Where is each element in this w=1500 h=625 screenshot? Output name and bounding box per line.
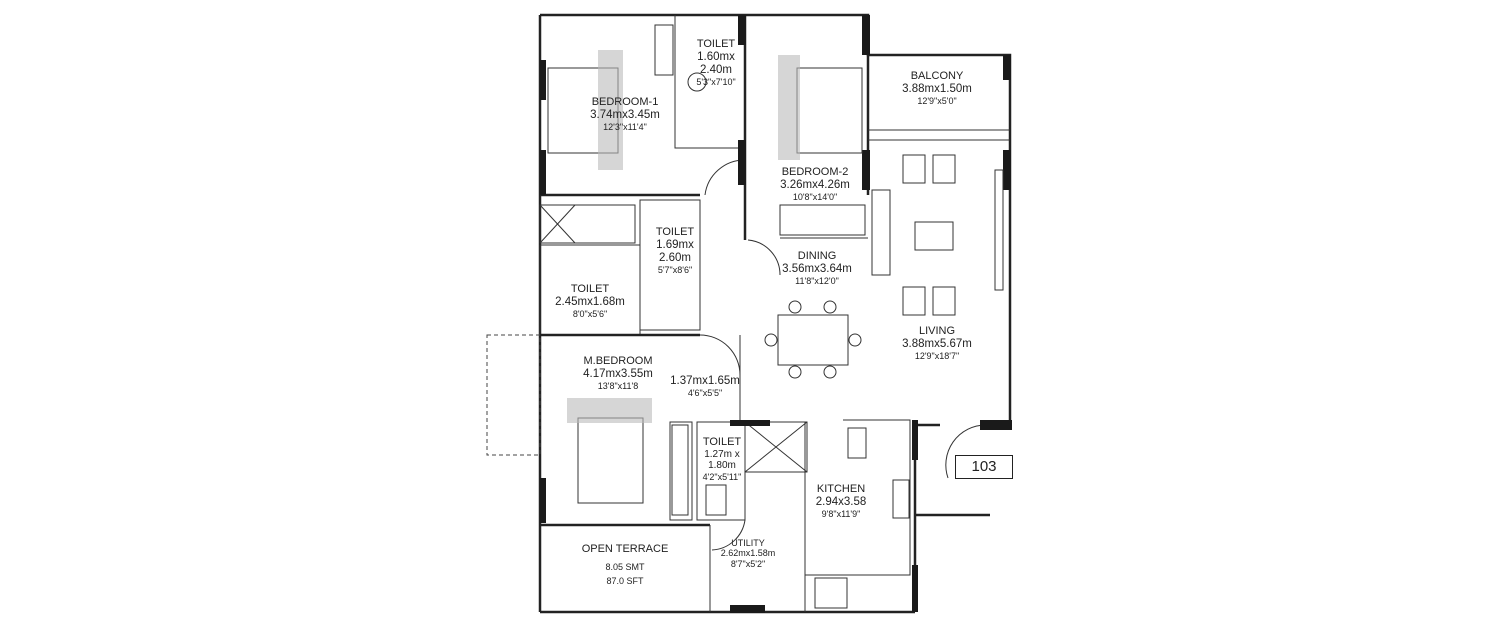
room-dims-m: 1.27m x 1.80m	[704, 448, 740, 472]
room-label-bedroom-1: BEDROOM-1 3.74mx3.45m 12'3"x11'4"	[590, 96, 660, 132]
wardrobe	[671, 424, 689, 516]
room-dims-ft: 8'0"x5'6"	[572, 308, 608, 319]
room-label-kitchen: KITCHEN 2.94x3.58 9'8"x11'9"	[816, 483, 867, 519]
room-dims-ft: 12'9"x5'0"	[917, 95, 957, 106]
room-label-balcony: BALCONY 3.88mx1.50m 12'9"x5'0"	[902, 70, 972, 106]
room-name: M.BEDROOM	[583, 355, 653, 367]
room-label-m-bedroom: M.BEDROOM 4.17mx3.55m 13'8"x11'8	[583, 355, 653, 391]
room-name: BEDROOM-1	[591, 96, 659, 108]
washbasin	[687, 72, 707, 92]
chair	[823, 365, 837, 379]
room-label-open-terrace: OPEN TERRACE 8.05 SMT 87.0 SFT	[582, 543, 669, 586]
room-name: TOILET	[570, 283, 610, 295]
room-dims-ft: 4'2"x5'11"	[702, 471, 742, 482]
room-dims-m: 3.26mx4.26m	[780, 178, 850, 191]
armchair	[932, 154, 956, 184]
room-label-toilet-3: TOILET 2.45mx1.68m 8'0"x5'6"	[555, 283, 625, 319]
room-label-living: LIVING 3.88mx5.67m 12'9"x18'7"	[902, 325, 972, 361]
room-area-sft: 87.0 SFT	[606, 575, 644, 586]
armchair	[902, 154, 926, 184]
room-dims-ft: 12'9"x18'7"	[914, 350, 960, 361]
room-name: BEDROOM-2	[781, 166, 849, 178]
room-dims-m: 3.74mx3.45m	[590, 108, 660, 121]
room-dims-m: 1.37mx1.65m	[670, 375, 740, 387]
room-dims-m: 2.94x3.58	[815, 495, 867, 508]
room-name: UTILITY	[731, 538, 765, 548]
room-label-passage: 1.37mx1.65m 4'6"x5'5"	[670, 375, 740, 399]
wardrobe	[654, 24, 674, 76]
room-dims-ft: 8'7"x5'2"	[730, 558, 766, 569]
room-label-utility: UTILITY 2.62mx1.58m 8'7"x5'2"	[721, 538, 776, 569]
chair	[788, 365, 802, 379]
room-dims-ft: 9'8"x11'9"	[821, 508, 861, 519]
room-dims-m: 1.60mx 2.40m	[697, 50, 735, 76]
dining-table	[777, 314, 849, 366]
armchair	[932, 286, 956, 316]
walls	[538, 13, 1012, 614]
chair	[788, 300, 802, 314]
headboard	[778, 55, 800, 160]
unit-number-label: 103	[955, 455, 1013, 479]
room-dims-ft: 5'3"x7'10"	[696, 77, 736, 88]
room-name: TOILET	[702, 436, 742, 448]
room-dims-ft: 10'8"x14'0"	[792, 191, 838, 202]
room-dims-ft: 4'6"x5'5"	[687, 388, 723, 399]
room-dims-ft: 13'8"x11'8	[597, 380, 639, 391]
room-label-toilet-1: TOILET 1.60mx 2.40m 5'3"x7'10"	[694, 38, 739, 87]
room-name: TOILET	[655, 226, 695, 238]
bed-bedroom-2	[796, 67, 863, 154]
room-dims-m: 2.62mx1.58m	[720, 548, 776, 559]
dashed-projection	[486, 334, 541, 456]
room-dims-ft: 5'7"x8'6"	[657, 265, 693, 276]
room-name: KITCHEN	[816, 483, 866, 495]
chair	[848, 333, 862, 347]
headboard	[598, 50, 623, 170]
room-label-bedroom-2: BEDROOM-2 3.26mx4.26m 10'8"x14'0"	[780, 166, 850, 202]
room-label-toilet-4: TOILET 1.27m x 1.80m 4'2"x5'11"	[701, 436, 743, 482]
coffee-table	[914, 221, 954, 251]
room-name: TOILET	[696, 38, 736, 50]
room-label-dining: DINING 3.56mx3.64m 11'8"x12'0"	[782, 250, 852, 286]
room-area-smt: 8.05 SMT	[605, 561, 645, 572]
room-dims-m: 4.17mx3.55m	[583, 367, 653, 380]
room-name: DINING	[797, 250, 837, 262]
room-dims-m: 2.45mx1.68m	[555, 295, 625, 308]
room-label-toilet-2: TOILET 1.69mx 2.60m 5'7"x8'6"	[653, 226, 698, 275]
bed-m-bedroom	[577, 417, 644, 504]
window	[994, 169, 1004, 291]
room-dims-ft: 12'3"x11'4"	[603, 121, 647, 132]
furniture	[547, 24, 1004, 516]
wardrobe	[779, 204, 866, 236]
armchair	[902, 286, 926, 316]
room-dims-m: 3.56mx3.64m	[782, 262, 852, 275]
room-dims-m: 3.88mx1.50m	[902, 82, 972, 95]
room-name: LIVING	[918, 325, 956, 337]
room-dims-m: 1.69mx 2.60m	[656, 238, 694, 264]
chair	[764, 333, 778, 347]
chair	[823, 300, 837, 314]
room-name: OPEN TERRACE	[581, 543, 669, 555]
room-dims-ft: 11'8"x12'0"	[795, 275, 839, 286]
headboard	[567, 398, 652, 423]
room-name: BALCONY	[910, 70, 964, 82]
sofa	[871, 189, 891, 276]
washbasin	[705, 484, 727, 516]
room-dims-m: 3.88mx5.67m	[902, 337, 972, 350]
